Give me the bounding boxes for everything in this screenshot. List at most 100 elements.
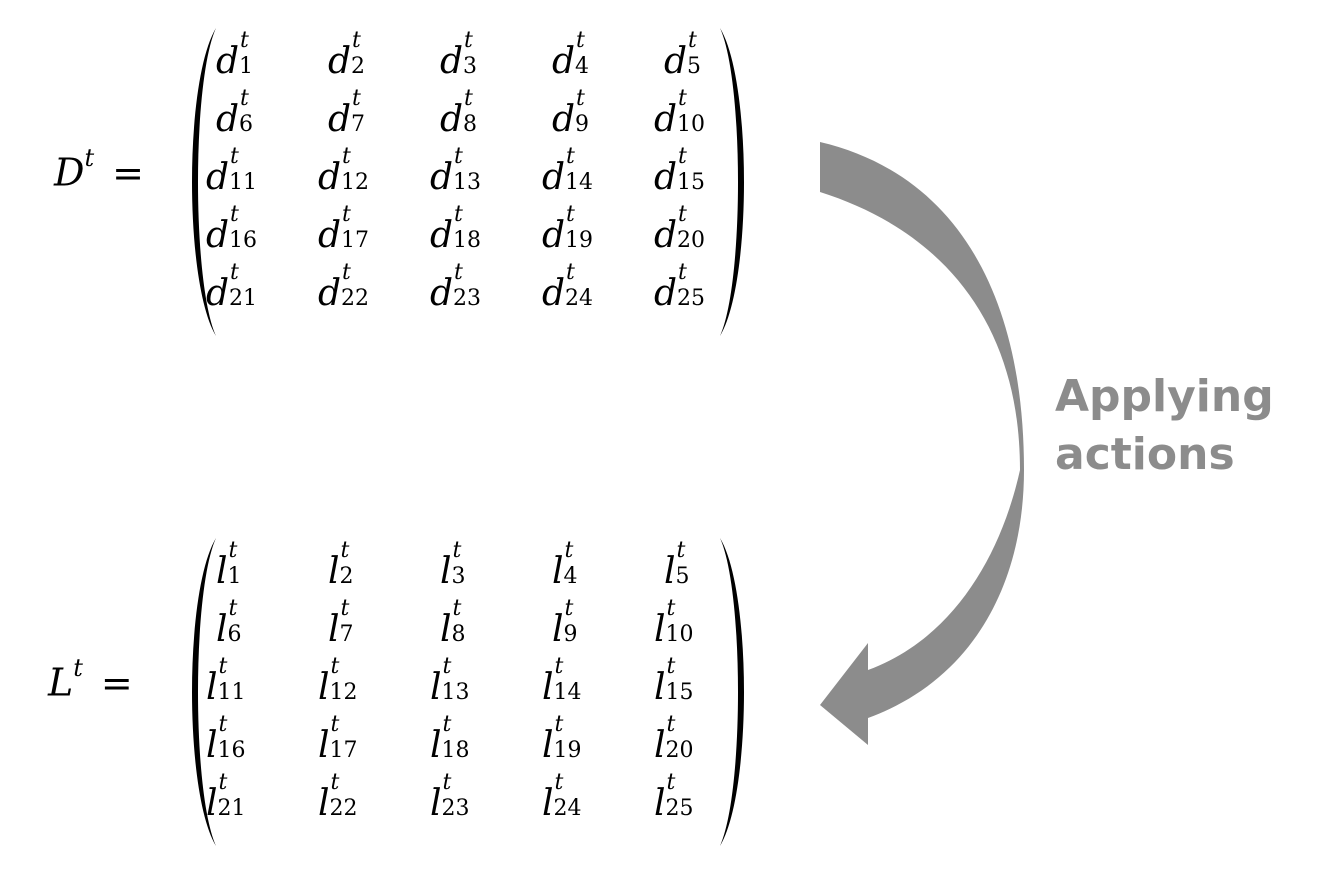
entry-superscript: t — [230, 144, 239, 169]
entry-subscript: 14 — [565, 170, 594, 195]
entry-symbol: l — [654, 609, 666, 650]
entry-symbol: l — [328, 609, 340, 650]
entry-superscript: t — [678, 260, 687, 285]
entry-symbol: d — [552, 99, 576, 140]
entry-subscript: 20 — [665, 738, 694, 763]
entry-subscript: 3 — [451, 564, 466, 589]
entry-superscript: t — [442, 712, 452, 737]
entry-superscript: t — [554, 712, 564, 737]
entry-symbol: d — [654, 273, 678, 314]
entry-superscript: t — [340, 538, 350, 563]
entry-superscript: t — [678, 144, 687, 169]
entry-symbol: l — [318, 783, 330, 824]
entry-symbol: d — [664, 41, 688, 82]
entry-subscript: 14 — [553, 680, 582, 705]
right-parenthesis — [720, 538, 744, 846]
entry-subscript: 12 — [329, 680, 358, 705]
entry-symbol: l — [440, 609, 452, 650]
entry-subscript: 22 — [341, 286, 370, 311]
entry-subscript: 9 — [575, 112, 590, 137]
entry-subscript: 11 — [217, 680, 246, 705]
entry-subscript: 8 — [463, 112, 478, 137]
left-parenthesis — [192, 28, 216, 336]
entry-subscript: 1 — [227, 564, 242, 589]
entry-superscript: t — [330, 712, 340, 737]
entry-symbol: d — [216, 99, 240, 140]
entry-symbol: l — [654, 667, 666, 708]
entry-symbol: d — [318, 157, 342, 198]
entry-superscript: t — [566, 260, 575, 285]
entry-superscript: t — [442, 770, 452, 795]
entry-superscript: t — [564, 538, 574, 563]
entry-subscript: 24 — [565, 286, 594, 311]
entry-subscript: 4 — [575, 54, 590, 79]
entry-superscript: t — [676, 538, 686, 563]
entry-subscript: 9 — [563, 622, 578, 647]
entry-superscript: t — [240, 86, 249, 111]
entry-subscript: 8 — [451, 622, 466, 647]
entry-superscript: t — [678, 86, 687, 111]
entry-subscript: 15 — [665, 680, 694, 705]
entry-symbol: d — [328, 41, 352, 82]
arrow-label: Applying actions — [1055, 368, 1295, 484]
entry-symbol: d — [654, 215, 678, 256]
entry-subscript: 13 — [453, 170, 482, 195]
entry-superscript: t — [454, 260, 463, 285]
entry-superscript: t — [666, 712, 676, 737]
entry-superscript: t — [554, 654, 564, 679]
entry-subscript: 13 — [441, 680, 470, 705]
entry-symbol: l — [206, 783, 218, 824]
entry-symbol: l — [318, 725, 330, 766]
entry-symbol: d — [552, 41, 576, 82]
matrix-symbol: L — [48, 660, 74, 705]
entry-subscript: 12 — [341, 170, 370, 195]
entry-superscript: t — [688, 28, 697, 53]
entry-subscript: 2 — [339, 564, 354, 589]
entry-subscript: 16 — [229, 228, 258, 253]
entry-subscript: 6 — [227, 622, 242, 647]
entry-superscript: t — [666, 596, 676, 621]
entry-superscript: t — [230, 202, 239, 227]
entry-subscript: 3 — [463, 54, 478, 79]
entry-symbol: l — [216, 551, 228, 592]
entry-subscript: 18 — [453, 228, 482, 253]
entry-superscript: t — [442, 654, 452, 679]
entry-superscript: t — [452, 538, 462, 563]
entry-symbol: d — [206, 157, 230, 198]
entry-superscript: t — [464, 28, 473, 53]
entry-symbol: l — [664, 551, 676, 592]
entry-superscript: t — [464, 86, 473, 111]
entry-subscript: 25 — [677, 286, 706, 311]
entry-symbol: d — [430, 157, 454, 198]
entry-symbol: l — [552, 609, 564, 650]
entry-subscript: 16 — [217, 738, 246, 763]
entry-superscript: t — [352, 28, 361, 53]
entry-superscript: t — [566, 202, 575, 227]
